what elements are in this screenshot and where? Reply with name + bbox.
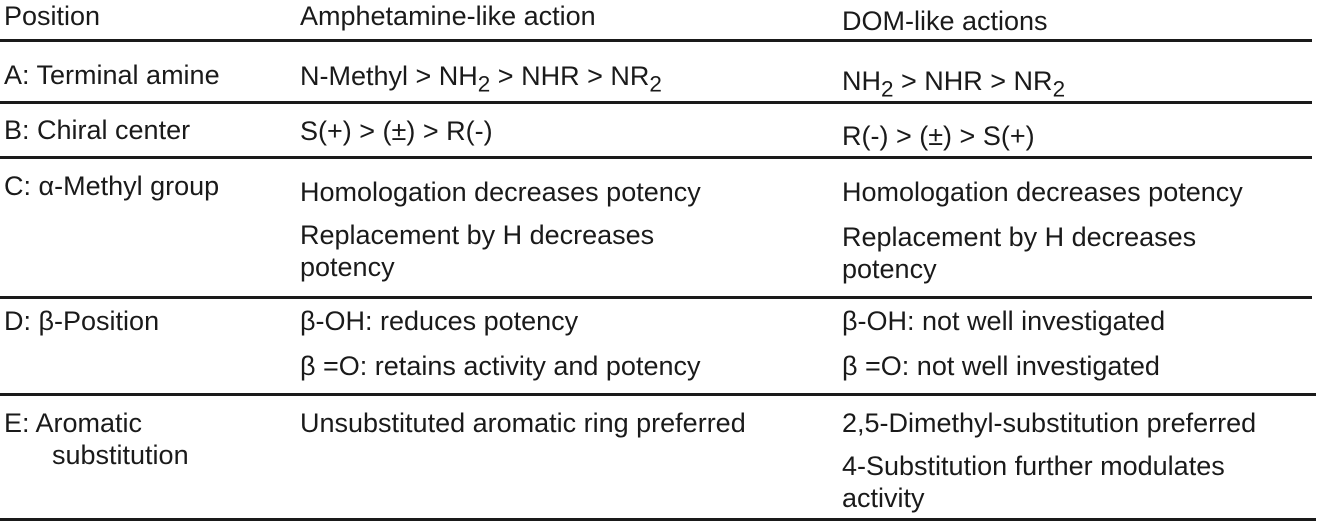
row-a-amphetamine: N-Methyl > NH2 > NHR > NR2 bbox=[300, 61, 662, 97]
row-c-position: C: α-Methyl group bbox=[4, 171, 220, 201]
row-c-dom-2a: Replacement by H decreases bbox=[842, 222, 1197, 252]
row-c-amphetamine-2b: potency bbox=[300, 252, 395, 282]
row-b-rule bbox=[0, 156, 1312, 159]
row-d-dom-1: β-OH: not well investigated bbox=[842, 306, 1166, 336]
bottom-rule bbox=[0, 518, 1316, 521]
row-b-dom: R(-) > (±) > S(+) bbox=[842, 121, 1035, 151]
row-d-dom-2: β =O: not well investigated bbox=[842, 351, 1160, 381]
row-b-position: B: Chiral center bbox=[4, 115, 191, 145]
row-a-dom: NH2 > NHR > NR2 bbox=[842, 66, 1066, 102]
row-e-dom-1: 2,5-Dimethyl-substitution preferred bbox=[842, 408, 1257, 438]
row-e-amphetamine: Unsubstituted aromatic ring preferred bbox=[300, 408, 746, 438]
header-amphetamine: Amphetamine-like action bbox=[300, 1, 596, 31]
header-position: Position bbox=[4, 1, 101, 31]
row-a-rule bbox=[0, 101, 1312, 104]
row-e-position-1: E: Aromatic bbox=[4, 408, 143, 438]
row-c-dom-2b: potency bbox=[842, 254, 937, 284]
row-a-position: A: Terminal amine bbox=[4, 60, 220, 90]
row-c-amphetamine-1: Homologation decreases potency bbox=[300, 177, 701, 207]
row-b-amphetamine: S(+) > (±) > R(-) bbox=[300, 116, 493, 146]
row-d-amphetamine-1: β-OH: reduces potency bbox=[300, 306, 579, 336]
row-e-dom-2b: activity bbox=[842, 483, 925, 513]
row-e-position-2: substitution bbox=[52, 440, 189, 470]
row-c-dom-1: Homologation decreases potency bbox=[842, 177, 1243, 207]
header-dom: DOM-like actions bbox=[842, 6, 1048, 36]
row-d-position: D: β-Position bbox=[4, 306, 160, 336]
row-e-dom-2a: 4-Substitution further modulates bbox=[842, 451, 1225, 481]
row-d-rule bbox=[0, 393, 1316, 396]
header-rule bbox=[0, 39, 1312, 42]
row-c-rule bbox=[0, 296, 1312, 299]
row-c-amphetamine-2a: Replacement by H decreases bbox=[300, 220, 655, 250]
row-d-amphetamine-2: β =O: retains activity and potency bbox=[300, 351, 701, 381]
